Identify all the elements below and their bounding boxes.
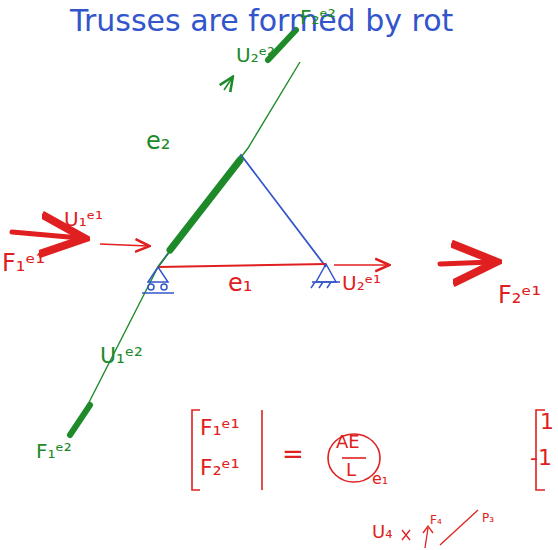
force-label: F₄ (430, 514, 442, 527)
matrix-factor: AE (336, 432, 360, 452)
displacement-label: U₂ᵉ² (236, 44, 275, 66)
element-label: e₂ (146, 128, 170, 154)
force-label: P₃ (482, 512, 494, 525)
force-label: F₁ᵉ² (36, 440, 72, 462)
displacement-label: U₁ᵉ¹ (64, 208, 103, 230)
matrix-factor: e₁ (372, 470, 388, 488)
displacement-label: U₄ (372, 522, 392, 542)
element-label: e₁ (228, 270, 252, 296)
matrix-entry: F₁ᵉ¹ (200, 416, 239, 440)
scribble (402, 510, 478, 548)
element-e1-arrows (12, 232, 492, 265)
matrix-brackets (192, 410, 545, 490)
displacement-label: U₁ᵉ² (100, 344, 143, 368)
force-label: F₂ᵉ¹ (498, 282, 541, 308)
force-label: F₂ᵉ² (300, 6, 336, 28)
matrix-entry: F₂ᵉ¹ (200, 456, 239, 480)
truss-members (158, 155, 326, 267)
matrix-entry: 1 (540, 410, 554, 434)
displacement-label: U₂ᵉ¹ (342, 272, 381, 294)
force-label: F₁ᵉ¹ (2, 250, 45, 276)
heading: Trusses are formed by rot (70, 4, 453, 37)
equals-sign: = (282, 440, 304, 469)
element-e2 (70, 30, 300, 435)
matrix-entry: -1 (530, 446, 552, 470)
matrix-factor: L (346, 460, 356, 480)
